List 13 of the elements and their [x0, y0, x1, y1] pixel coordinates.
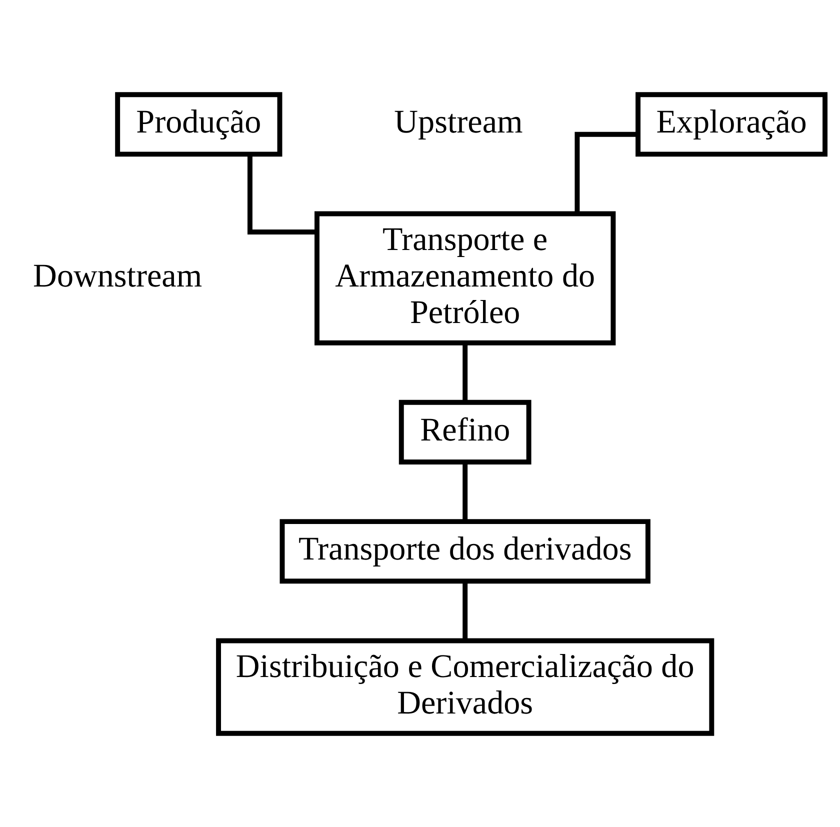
connector: [462, 342, 468, 402]
connector: [462, 462, 468, 520]
node-box: Distribuição e Comercialização do Derivados: [216, 638, 714, 736]
node-box: Produção: [115, 92, 282, 156]
node-box: Transporte e Armazenamento do Petróleo: [314, 210, 616, 345]
connector: [247, 154, 317, 234]
connector: [574, 131, 638, 213]
node-box: Refino: [398, 399, 532, 464]
node-box: Transporte dos derivados: [280, 518, 650, 584]
node-box: Exploração: [636, 92, 828, 156]
label: Downstream: [33, 258, 202, 294]
label: Upstream: [394, 104, 523, 140]
connector: [462, 580, 468, 640]
